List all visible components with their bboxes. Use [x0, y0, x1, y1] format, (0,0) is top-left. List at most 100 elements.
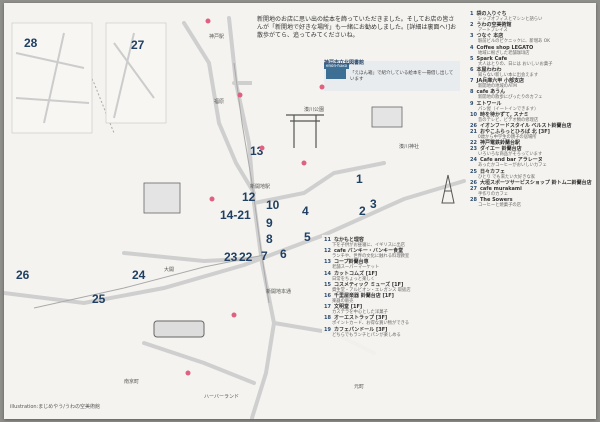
- torii-illustration: [286, 114, 324, 148]
- marker-25[interactable]: 25: [92, 292, 106, 306]
- item-number: 19: [324, 326, 331, 333]
- item-number: 7: [470, 78, 474, 85]
- marker-27[interactable]: 27: [131, 38, 145, 52]
- marker-3[interactable]: 3: [370, 197, 377, 211]
- marker-26[interactable]: 26: [16, 268, 30, 282]
- item-name: エトワール: [476, 100, 502, 107]
- location-pin[interactable]: [231, 312, 237, 318]
- item-name: 日々カフェ: [479, 168, 505, 175]
- marker-10[interactable]: 10: [266, 198, 280, 212]
- location-pin[interactable]: [319, 84, 325, 90]
- item-number: 3: [470, 33, 474, 40]
- marker-22[interactable]: 22: [239, 250, 253, 264]
- marker-24[interactable]: 24: [132, 268, 146, 282]
- marker-9[interactable]: 9: [266, 216, 273, 230]
- marker-5[interactable]: 5: [304, 230, 311, 244]
- location-pin[interactable]: [259, 145, 265, 151]
- label-nankinmachi: 南京町: [124, 378, 139, 385]
- item-description: いろいろな商品がそろっています: [478, 152, 543, 158]
- item-name: cafe murakami: [479, 185, 522, 192]
- item-number: 12: [324, 248, 331, 255]
- illustration-credit: illustration:まじめやう/うわの空美術館: [10, 404, 100, 410]
- location-pin[interactable]: [301, 160, 307, 166]
- marker-8[interactable]: 8: [266, 232, 273, 246]
- item-name: cafe バンキー・バンキー食堂: [333, 248, 404, 255]
- illustrated-map[interactable]: 神戸駅 湊川公園 新開地駅 大開 福原 湊川神社 ハーバーランド 新開地本通 南…: [4, 3, 596, 419]
- marker-7[interactable]: 7: [261, 249, 268, 263]
- marker-14-21[interactable]: 14-21: [220, 208, 251, 222]
- location-pin[interactable]: [205, 18, 211, 24]
- label-shinkaichi-station: 新開地駅: [250, 183, 270, 190]
- item-name: コープ鈴蘭台専: [333, 259, 369, 266]
- label-shinkaichi-hondori: 新開地本通: [266, 288, 291, 295]
- location-pin[interactable]: [209, 196, 215, 202]
- item-number: 23: [470, 146, 477, 153]
- item-name: The Sowers: [479, 197, 513, 204]
- item-name: つなぐ 本店: [476, 33, 504, 40]
- marker-4[interactable]: 4: [302, 204, 309, 218]
- marker-28[interactable]: 28: [24, 36, 38, 50]
- item-description: 資生堂・アルビオン・エレガンス 取扱店: [332, 287, 411, 293]
- item-number: 10: [470, 111, 477, 118]
- item-number: 18: [324, 315, 331, 322]
- marker-6[interactable]: 6: [280, 247, 287, 261]
- item-name: Coffee shop LEGATO: [476, 44, 534, 51]
- marker-23[interactable]: 23: [224, 250, 238, 264]
- marker-12[interactable]: 12: [242, 190, 256, 204]
- location-pin[interactable]: [237, 92, 243, 98]
- marker-2[interactable]: 2: [359, 204, 366, 218]
- item-description: 新開地の散歩にぴったりのカフェ: [478, 95, 543, 101]
- item-number: 21: [470, 129, 477, 136]
- item-number: 25: [470, 168, 477, 175]
- item-number: 4: [470, 44, 474, 51]
- item-name: 神戸電鉄鈴蘭台駅: [479, 140, 520, 147]
- item-number: 13: [324, 259, 331, 266]
- marker-1[interactable]: 1: [356, 172, 363, 186]
- item-number: 2: [470, 22, 474, 29]
- location-pin[interactable]: [185, 370, 191, 376]
- item-number: 6: [470, 67, 474, 74]
- item-name: なかもと理容: [333, 237, 364, 243]
- item-description: あったかコーヒーがおいしいカフェ: [478, 163, 547, 169]
- library-note: 「えほん箱」で紹介している絵本を一冊借し出しています: [350, 71, 454, 82]
- item-name: カットコムズ [1F]: [333, 270, 378, 277]
- notice-text: 新開地のお店に思い出の絵本を飾っていただきました。そしてお店の皆さんが「新開地で…: [257, 16, 457, 40]
- item-name: おやこふらっとひろば 北 [3F]: [479, 129, 550, 136]
